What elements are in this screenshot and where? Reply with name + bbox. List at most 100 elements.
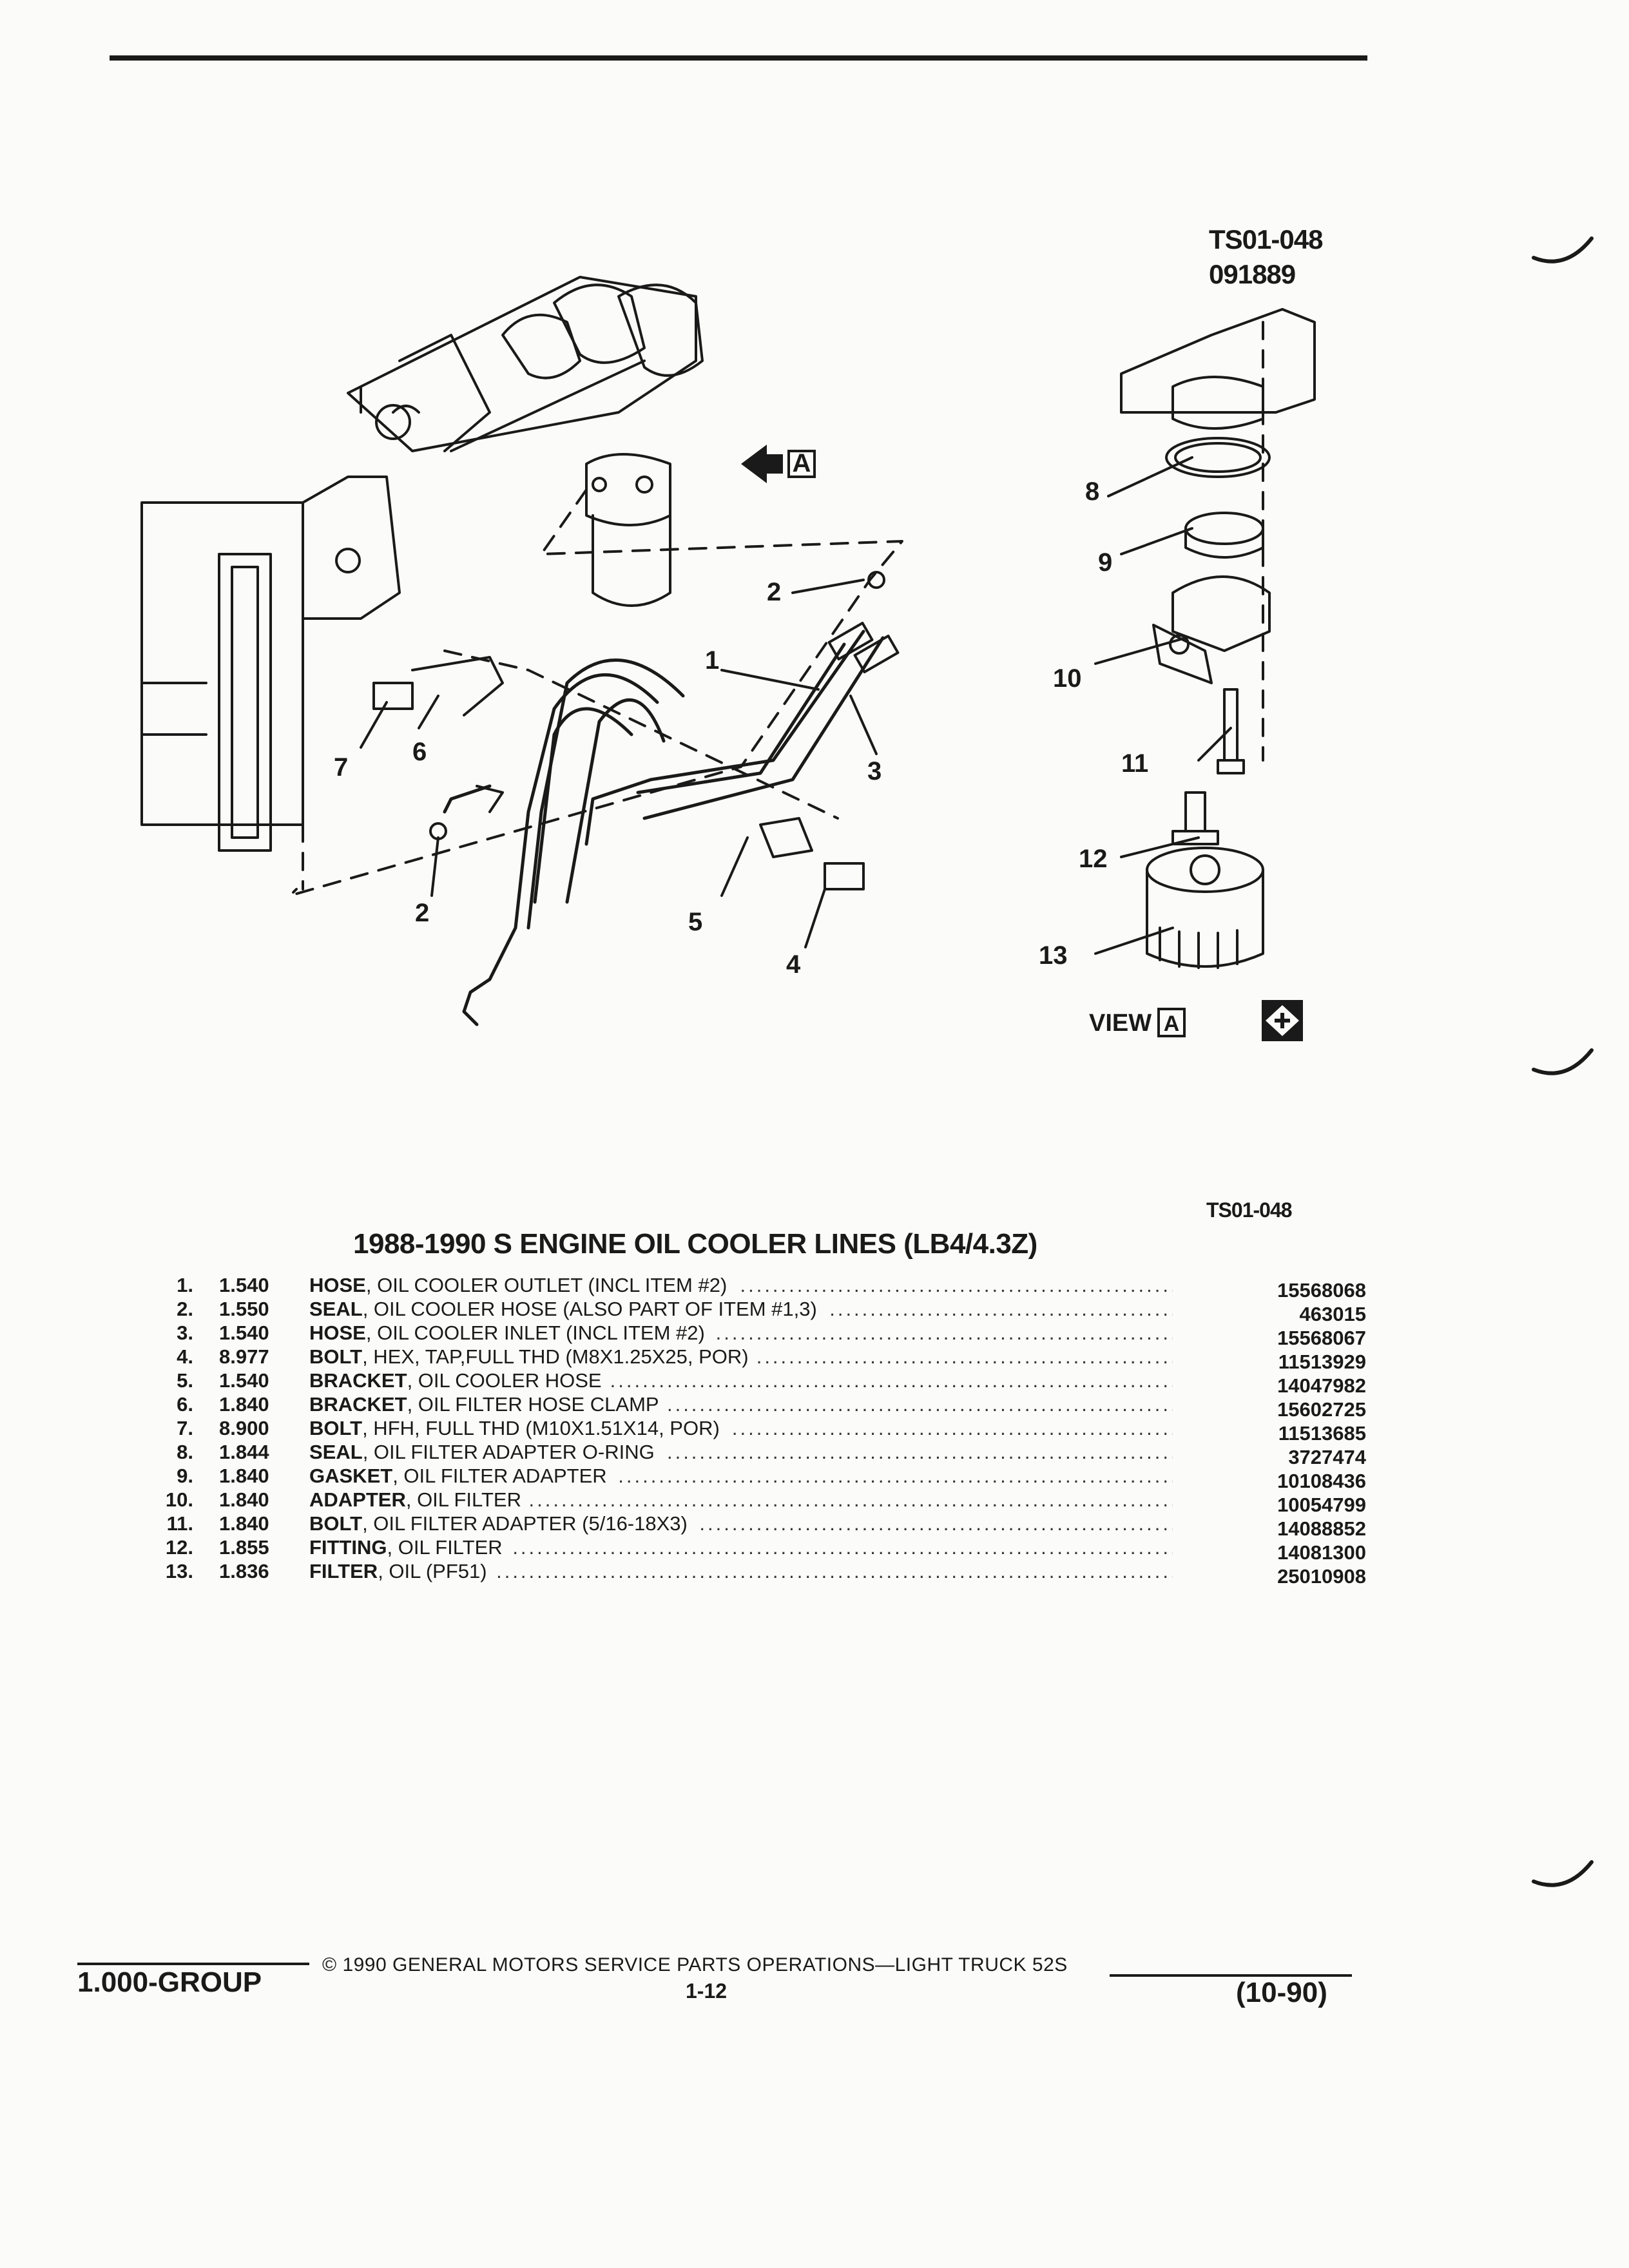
footer-copyright: © 1990 GENERAL MOTORS SERVICE PARTS OPER… bbox=[322, 1954, 1068, 1975]
item-number: 8. bbox=[177, 1441, 193, 1463]
callout-2-upper: 2 bbox=[767, 578, 781, 606]
callout-5: 5 bbox=[688, 908, 702, 936]
part-number: 3727474 bbox=[1288, 1446, 1366, 1468]
reference-code: TS01-048 bbox=[1209, 224, 1323, 255]
callout-6: 6 bbox=[412, 738, 427, 766]
item-name: SEAL bbox=[309, 1298, 363, 1320]
footer-rule-right bbox=[1110, 1974, 1352, 1977]
item-name: SEAL bbox=[309, 1441, 363, 1463]
view-box-label: A bbox=[1164, 1012, 1180, 1036]
engine-block-drawing bbox=[140, 276, 704, 852]
item-detail: , OIL (PF51) bbox=[378, 1560, 487, 1582]
part-number: 15568067 bbox=[1277, 1327, 1366, 1349]
item-detail: , OIL COOLER HOSE bbox=[407, 1369, 602, 1392]
view-arrow-icon bbox=[741, 445, 783, 483]
footer-group: 1.000-GROUP bbox=[77, 1966, 262, 1998]
item-description: BRACKET, OIL FILTER HOSE CLAMP bbox=[309, 1392, 668, 1416]
part-number: 463015 bbox=[1299, 1303, 1366, 1325]
item-number: 6. bbox=[177, 1393, 193, 1416]
item-detail: , OIL FILTER bbox=[387, 1536, 503, 1559]
parts-row: ........................................… bbox=[155, 1464, 1366, 1492]
parts-row: ........................................… bbox=[155, 1440, 1366, 1468]
callout-12: 12 bbox=[1079, 845, 1108, 873]
parts-row: ........................................… bbox=[155, 1559, 1366, 1588]
item-name: BOLT bbox=[309, 1512, 363, 1535]
parts-row: ........................................… bbox=[155, 1345, 1366, 1373]
parts-row: ........................................… bbox=[155, 1512, 1366, 1540]
part-number: 15568068 bbox=[1277, 1279, 1366, 1302]
parts-row: ........................................… bbox=[155, 1488, 1366, 1516]
section-reference: TS01-048 bbox=[1206, 1198, 1293, 1222]
item-detail: , HFH, FULL THD (M10X1.51X14, POR) bbox=[362, 1417, 720, 1439]
item-name: BRACKET bbox=[309, 1369, 407, 1392]
item-detail: , OIL FILTER ADAPTER O-RING bbox=[362, 1441, 655, 1463]
parts-row: ........................................… bbox=[155, 1535, 1366, 1564]
item-number: 2. bbox=[177, 1298, 193, 1320]
truck-logo-icon bbox=[1262, 1000, 1303, 1041]
item-detail: , OIL FILTER HOSE CLAMP bbox=[407, 1393, 659, 1416]
part-number: 15602725 bbox=[1277, 1398, 1366, 1421]
item-number: 10. bbox=[165, 1488, 193, 1511]
parts-row: ........................................… bbox=[155, 1369, 1366, 1397]
item-number: 7. bbox=[177, 1417, 193, 1439]
callout-3: 3 bbox=[867, 757, 882, 785]
parts-row: ........................................… bbox=[155, 1273, 1366, 1302]
group-number: 8.900 bbox=[219, 1417, 269, 1439]
callout-11: 11 bbox=[1121, 749, 1148, 778]
item-name: BOLT bbox=[309, 1417, 363, 1439]
item-name: GASKET bbox=[309, 1465, 393, 1487]
item-number: 5. bbox=[177, 1369, 193, 1392]
parts-list: ........................................… bbox=[155, 1273, 1366, 1588]
item-description: GASKET, OIL FILTER ADAPTER bbox=[309, 1464, 616, 1488]
callout-1: 1 bbox=[705, 646, 719, 675]
group-number: 8.977 bbox=[219, 1345, 269, 1368]
item-number: 12. bbox=[165, 1536, 193, 1559]
item-description: FITTING, OIL FILTER bbox=[309, 1535, 512, 1559]
parts-row: ........................................… bbox=[155, 1321, 1366, 1349]
item-detail: , HEX, TAP,FULL THD (M8X1.25X25, POR) bbox=[362, 1345, 749, 1368]
top-rule bbox=[110, 55, 1367, 61]
group-number: 1.840 bbox=[219, 1465, 269, 1487]
group-number: 1.836 bbox=[219, 1560, 269, 1582]
parts-row: ........................................… bbox=[155, 1392, 1366, 1421]
item-description: FILTER, OIL (PF51) bbox=[309, 1559, 496, 1583]
item-description: HOSE, OIL COOLER OUTLET (INCL ITEM #2) bbox=[309, 1273, 737, 1297]
margin-marks bbox=[1532, 236, 1594, 1887]
callout-8: 8 bbox=[1085, 477, 1099, 506]
oil-cooler-hoses bbox=[443, 629, 885, 1026]
group-number: 1.855 bbox=[219, 1536, 269, 1559]
item-number: 3. bbox=[177, 1321, 193, 1344]
footer-rule-left bbox=[77, 1963, 309, 1965]
item-description: BOLT, HEX, TAP,FULL THD (M8X1.25X25, POR… bbox=[309, 1345, 758, 1369]
group-number: 1.540 bbox=[219, 1274, 269, 1296]
item-number: 9. bbox=[177, 1465, 193, 1487]
item-name: BOLT bbox=[309, 1345, 363, 1368]
item-description: SEAL, OIL FILTER ADAPTER O-RING bbox=[309, 1440, 664, 1464]
parts-row: ........................................… bbox=[155, 1297, 1366, 1325]
item-name: BRACKET bbox=[309, 1393, 407, 1416]
item-name: FILTER bbox=[309, 1560, 378, 1582]
part-number: 25010908 bbox=[1277, 1565, 1366, 1588]
fittings-and-brackets bbox=[372, 571, 900, 890]
item-detail: , OIL FILTER bbox=[405, 1488, 521, 1511]
callout-leaders bbox=[360, 456, 1232, 955]
item-description: HOSE, OIL COOLER INLET (INCL ITEM #2) bbox=[309, 1321, 714, 1345]
callout-10: 10 bbox=[1053, 664, 1082, 693]
callout-2-lower: 2 bbox=[415, 899, 429, 927]
item-number: 13. bbox=[165, 1560, 193, 1582]
callout-13: 13 bbox=[1039, 941, 1068, 970]
group-number: 1.840 bbox=[219, 1488, 269, 1511]
part-number: 11513929 bbox=[1278, 1350, 1366, 1373]
view-arrow-label: A bbox=[793, 449, 811, 477]
item-number: 1. bbox=[177, 1274, 193, 1296]
item-detail: , OIL COOLER HOSE (ALSO PART OF ITEM #1,… bbox=[362, 1298, 817, 1320]
oil-cooler-lines-diagram: A VIEW A 2 1 3 4 5 6 7 2 8 9 10 11 12 13 bbox=[140, 276, 1316, 1041]
item-detail: , OIL COOLER INLET (INCL ITEM #2) bbox=[365, 1321, 705, 1344]
item-description: SEAL, OIL COOLER HOSE (ALSO PART OF ITEM… bbox=[309, 1297, 826, 1321]
part-number: 14047982 bbox=[1277, 1374, 1366, 1397]
item-description: BOLT, OIL FILTER ADAPTER (5/16-18X3) bbox=[309, 1512, 697, 1535]
part-number: 11513685 bbox=[1278, 1422, 1366, 1445]
group-number: 1.540 bbox=[219, 1369, 269, 1392]
callout-4: 4 bbox=[786, 950, 801, 979]
callout-7: 7 bbox=[334, 753, 348, 782]
